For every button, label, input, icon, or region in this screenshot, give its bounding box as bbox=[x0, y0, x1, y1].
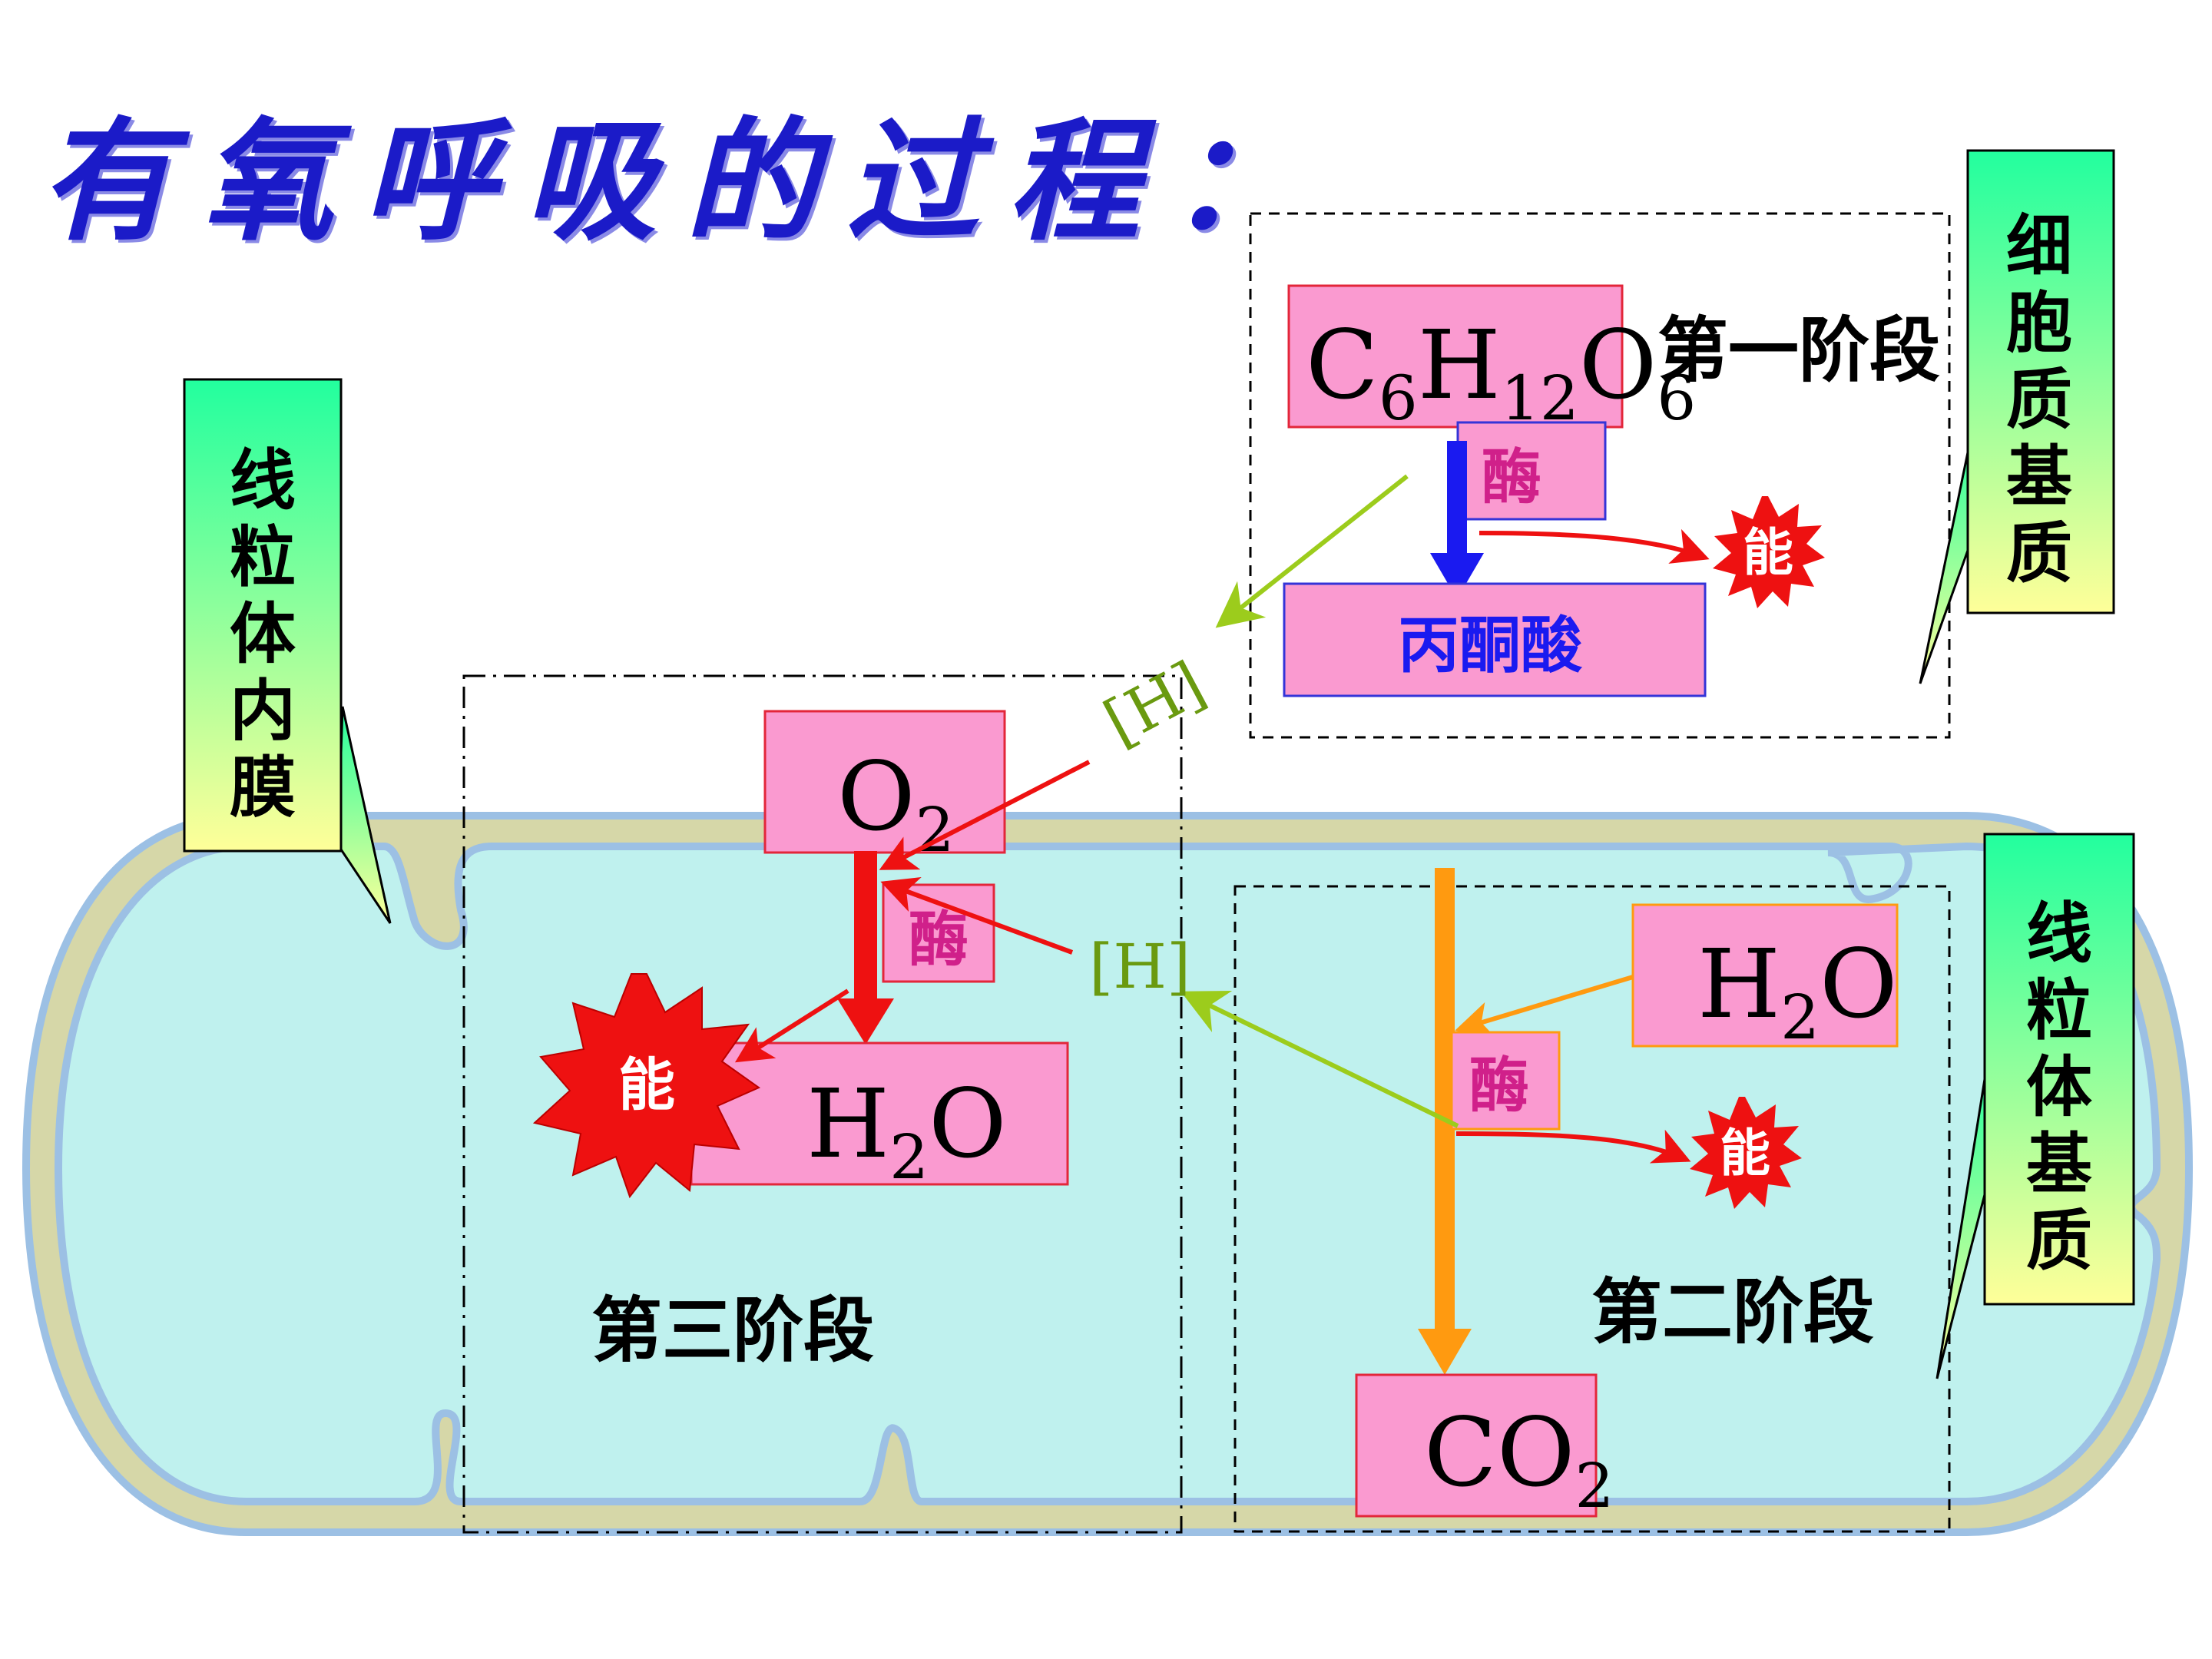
callout-mito-matrix-char: 体 bbox=[2026, 1049, 2092, 1126]
stage2-boundary bbox=[1233, 885, 1951, 1533]
callout-mito-matrix-char: 基 bbox=[2026, 1126, 2092, 1203]
stage2-enzyme: 酶 bbox=[1469, 1051, 1529, 1121]
callout-cytoplasm-matrix-char: 基 bbox=[2006, 439, 2072, 515]
stage3-water-formula: H2O bbox=[806, 1069, 1007, 1193]
stage1-enzyme-box bbox=[1456, 421, 1607, 521]
callout-inner-membrane-char: 粒 bbox=[230, 519, 296, 596]
callout-inner-membrane-char: 膜 bbox=[230, 750, 296, 826]
stage2-energy-burst: 能 bbox=[1690, 1097, 1802, 1209]
stage1-boundary bbox=[1249, 212, 1951, 739]
callout-inner-membrane: 线 粒 体 内 膜 bbox=[183, 378, 392, 924]
stage3-boundary bbox=[462, 674, 1183, 1534]
stage2-arrow-head bbox=[1418, 1329, 1472, 1375]
stage3-energy-arrow bbox=[734, 988, 849, 1063]
stage2: H2O 酶 能 [H] CO2 第二阶段 bbox=[1089, 868, 1899, 1522]
page-title: 有氧呼吸的过程： bbox=[40, 103, 1330, 259]
pyruvate-box bbox=[1283, 582, 1707, 697]
callout-mito-matrix-char: 质 bbox=[2026, 1203, 2092, 1280]
stage2-energy-curve bbox=[1455, 1129, 1691, 1164]
stage3-hydrogen-arrow-top bbox=[879, 760, 1091, 870]
stage2-label: 第二阶段 bbox=[1591, 1271, 1874, 1353]
stage3-water-box bbox=[690, 1041, 1069, 1186]
glucose-box bbox=[1287, 284, 1624, 429]
stage3-label: 第三阶段 bbox=[591, 1290, 874, 1372]
stage2-water-arrow bbox=[1455, 975, 1634, 1038]
callout-inner-membrane-char: 线 bbox=[230, 442, 296, 519]
callout-mito-matrix-char: 线 bbox=[2026, 896, 2092, 972]
stage3-enzyme: 酶 bbox=[909, 906, 969, 975]
stage3: O2 酶 H2O 能 第三阶段 bbox=[532, 710, 1091, 1372]
stage2-enzyme-box bbox=[1450, 1031, 1561, 1131]
stage1-enzyme: 酶 bbox=[1482, 443, 1541, 512]
stage1: C6H12O6 第一阶段 酶 丙酮酸 能 [H] bbox=[1093, 284, 1940, 759]
stage1-label: 第一阶段 bbox=[1657, 310, 1940, 392]
stage1-arrow-head bbox=[1430, 553, 1484, 599]
stage1-arrow-shaft bbox=[1447, 441, 1467, 559]
stage2-energy: 能 bbox=[1720, 1124, 1770, 1183]
stage3-arrow-head bbox=[837, 998, 894, 1045]
callout-cytoplasm-matrix-char: 质 bbox=[2006, 515, 2072, 592]
callout-mito-matrix-char: 粒 bbox=[2026, 972, 2092, 1049]
stage1-hydrogen-arrow bbox=[1215, 474, 1409, 628]
callout-inner-membrane-char: 内 bbox=[230, 673, 296, 750]
oxygen-box bbox=[763, 710, 1006, 854]
co2-box bbox=[1355, 1373, 1598, 1518]
stage1-energy-curve bbox=[1479, 528, 1710, 564]
stage1-energy-burst: 能 bbox=[1713, 496, 1825, 608]
stage3-energy-burst: 能 bbox=[532, 973, 761, 1199]
hydrogen-label-2: [H] bbox=[1089, 931, 1190, 1002]
callout-cytoplasm-matrix-char: 质 bbox=[2006, 362, 2072, 439]
stage3-energy: 能 bbox=[618, 1052, 675, 1118]
callout-inner-membrane-char: 体 bbox=[230, 596, 296, 673]
stage3-arrow-shaft bbox=[854, 851, 877, 1005]
co2-formula: CO2 bbox=[1424, 1398, 1614, 1522]
pyruvate-label: 丙酮酸 bbox=[1398, 610, 1583, 681]
callout-cytoplasm-matrix-char: 细 bbox=[2006, 208, 2072, 285]
stage1-energy: 能 bbox=[1743, 523, 1793, 582]
stage2-water-box bbox=[1631, 903, 1899, 1048]
hydrogen-label-1: [H] bbox=[1093, 648, 1216, 759]
oxygen-formula: O2 bbox=[837, 742, 955, 866]
glucose-formula: C6H12O6 bbox=[1306, 310, 1696, 434]
callout-cytoplasm-matrix: 细 胞 质 基 质 bbox=[1919, 149, 2115, 684]
stage2-hydrogen-arrow bbox=[1181, 990, 1459, 1128]
callout-cytoplasm-matrix-char: 胞 bbox=[2006, 285, 2072, 362]
stage3-hydrogen-arrow-bottom bbox=[880, 877, 1074, 955]
stage2-water-formula: H2O bbox=[1697, 929, 1898, 1053]
callout-mito-matrix: 线 粒 体 基 质 bbox=[1936, 833, 2135, 1379]
